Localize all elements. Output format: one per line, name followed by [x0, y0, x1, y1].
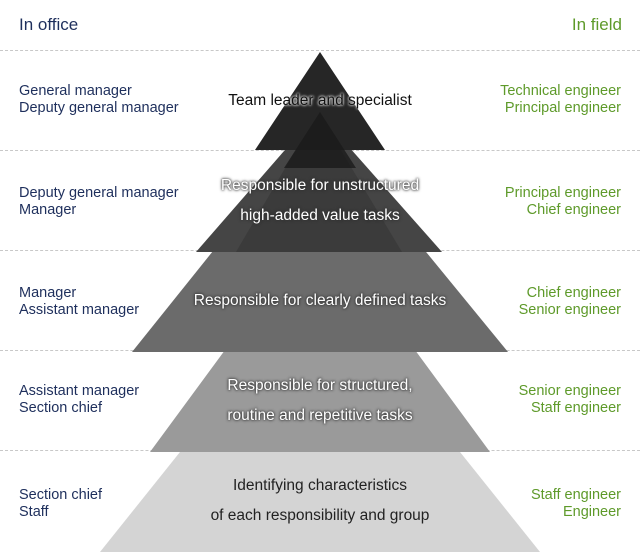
- divider: [0, 50, 640, 51]
- office-role: Deputy general manager: [19, 185, 179, 201]
- office-roles-level-4: Assistant manager Section chief: [19, 383, 139, 417]
- office-role: Manager: [19, 285, 77, 301]
- field-roles-level-4: Senior engineer Staff engineer: [519, 383, 621, 417]
- pyramid-tier-1: [255, 52, 385, 150]
- task-line: high-added value tasks: [240, 207, 400, 224]
- task-line: routine and repetitive tasks: [227, 407, 413, 424]
- task-level-5: Identifying characteristics of each resp…: [0, 471, 640, 531]
- in-office-header: In office: [19, 15, 79, 34]
- office-role: Manager: [19, 202, 77, 218]
- task-level-1: Team leader and specialist: [0, 86, 640, 116]
- field-role: Principal engineer: [504, 100, 621, 116]
- field-role: Chief engineer: [526, 202, 621, 218]
- office-roles-level-5: Section chief Staff: [19, 487, 102, 521]
- field-roles-level-5: Staff engineer Engineer: [531, 487, 621, 521]
- pyramid-tier-5: [100, 452, 540, 552]
- field-role: Principal engineer: [504, 185, 621, 201]
- field-roles-level-2: Principal engineer Chief engineer: [505, 185, 621, 219]
- task-line: Responsible for clearly defined tasks: [193, 292, 447, 309]
- office-role: Assistant manager: [19, 302, 140, 318]
- field-role: Staff engineer: [530, 400, 621, 416]
- field-role: Chief engineer: [526, 285, 621, 301]
- office-role: Assistant manager: [19, 383, 140, 399]
- task-line: Identifying characteristics: [232, 477, 408, 494]
- task-level-4: Responsible for structured, routine and …: [0, 371, 640, 431]
- task-level-3: Responsible for clearly defined tasks: [0, 286, 640, 316]
- pyramid-tier-2-inner: [236, 112, 402, 252]
- pyramid-tier-1-inner: [284, 112, 356, 168]
- task-line: Responsible for unstructured: [220, 177, 420, 194]
- task-line: Team leader and specialist: [228, 92, 412, 109]
- office-roles-level-1: General manager Deputy general manager: [19, 83, 179, 117]
- office-role: Deputy general manager: [19, 100, 179, 116]
- in-field-header: In field: [571, 15, 622, 34]
- office-role: Staff: [19, 504, 49, 520]
- task-level-2: Responsible for unstructured high-added …: [0, 171, 640, 231]
- field-role: Senior engineer: [518, 302, 621, 318]
- office-role: Section chief: [19, 487, 103, 503]
- field-role: Engineer: [562, 504, 621, 520]
- pyramid-tier-4: [150, 350, 490, 452]
- office-role: General manager: [19, 83, 132, 99]
- field-roles-level-3: Chief engineer Senior engineer: [519, 285, 621, 319]
- field-role: Technical engineer: [500, 83, 621, 99]
- field-role: Senior engineer: [518, 383, 621, 399]
- field-roles-level-1: Technical engineer Principal engineer: [500, 83, 621, 117]
- office-roles-level-2: Deputy general manager Manager: [19, 185, 179, 219]
- field-role: Staff engineer: [530, 487, 621, 503]
- office-role: Section chief: [19, 400, 103, 416]
- task-line: of each responsibility and group: [210, 507, 430, 524]
- office-roles-level-3: Manager Assistant manager: [19, 285, 139, 319]
- task-line: Responsible for structured,: [227, 377, 413, 394]
